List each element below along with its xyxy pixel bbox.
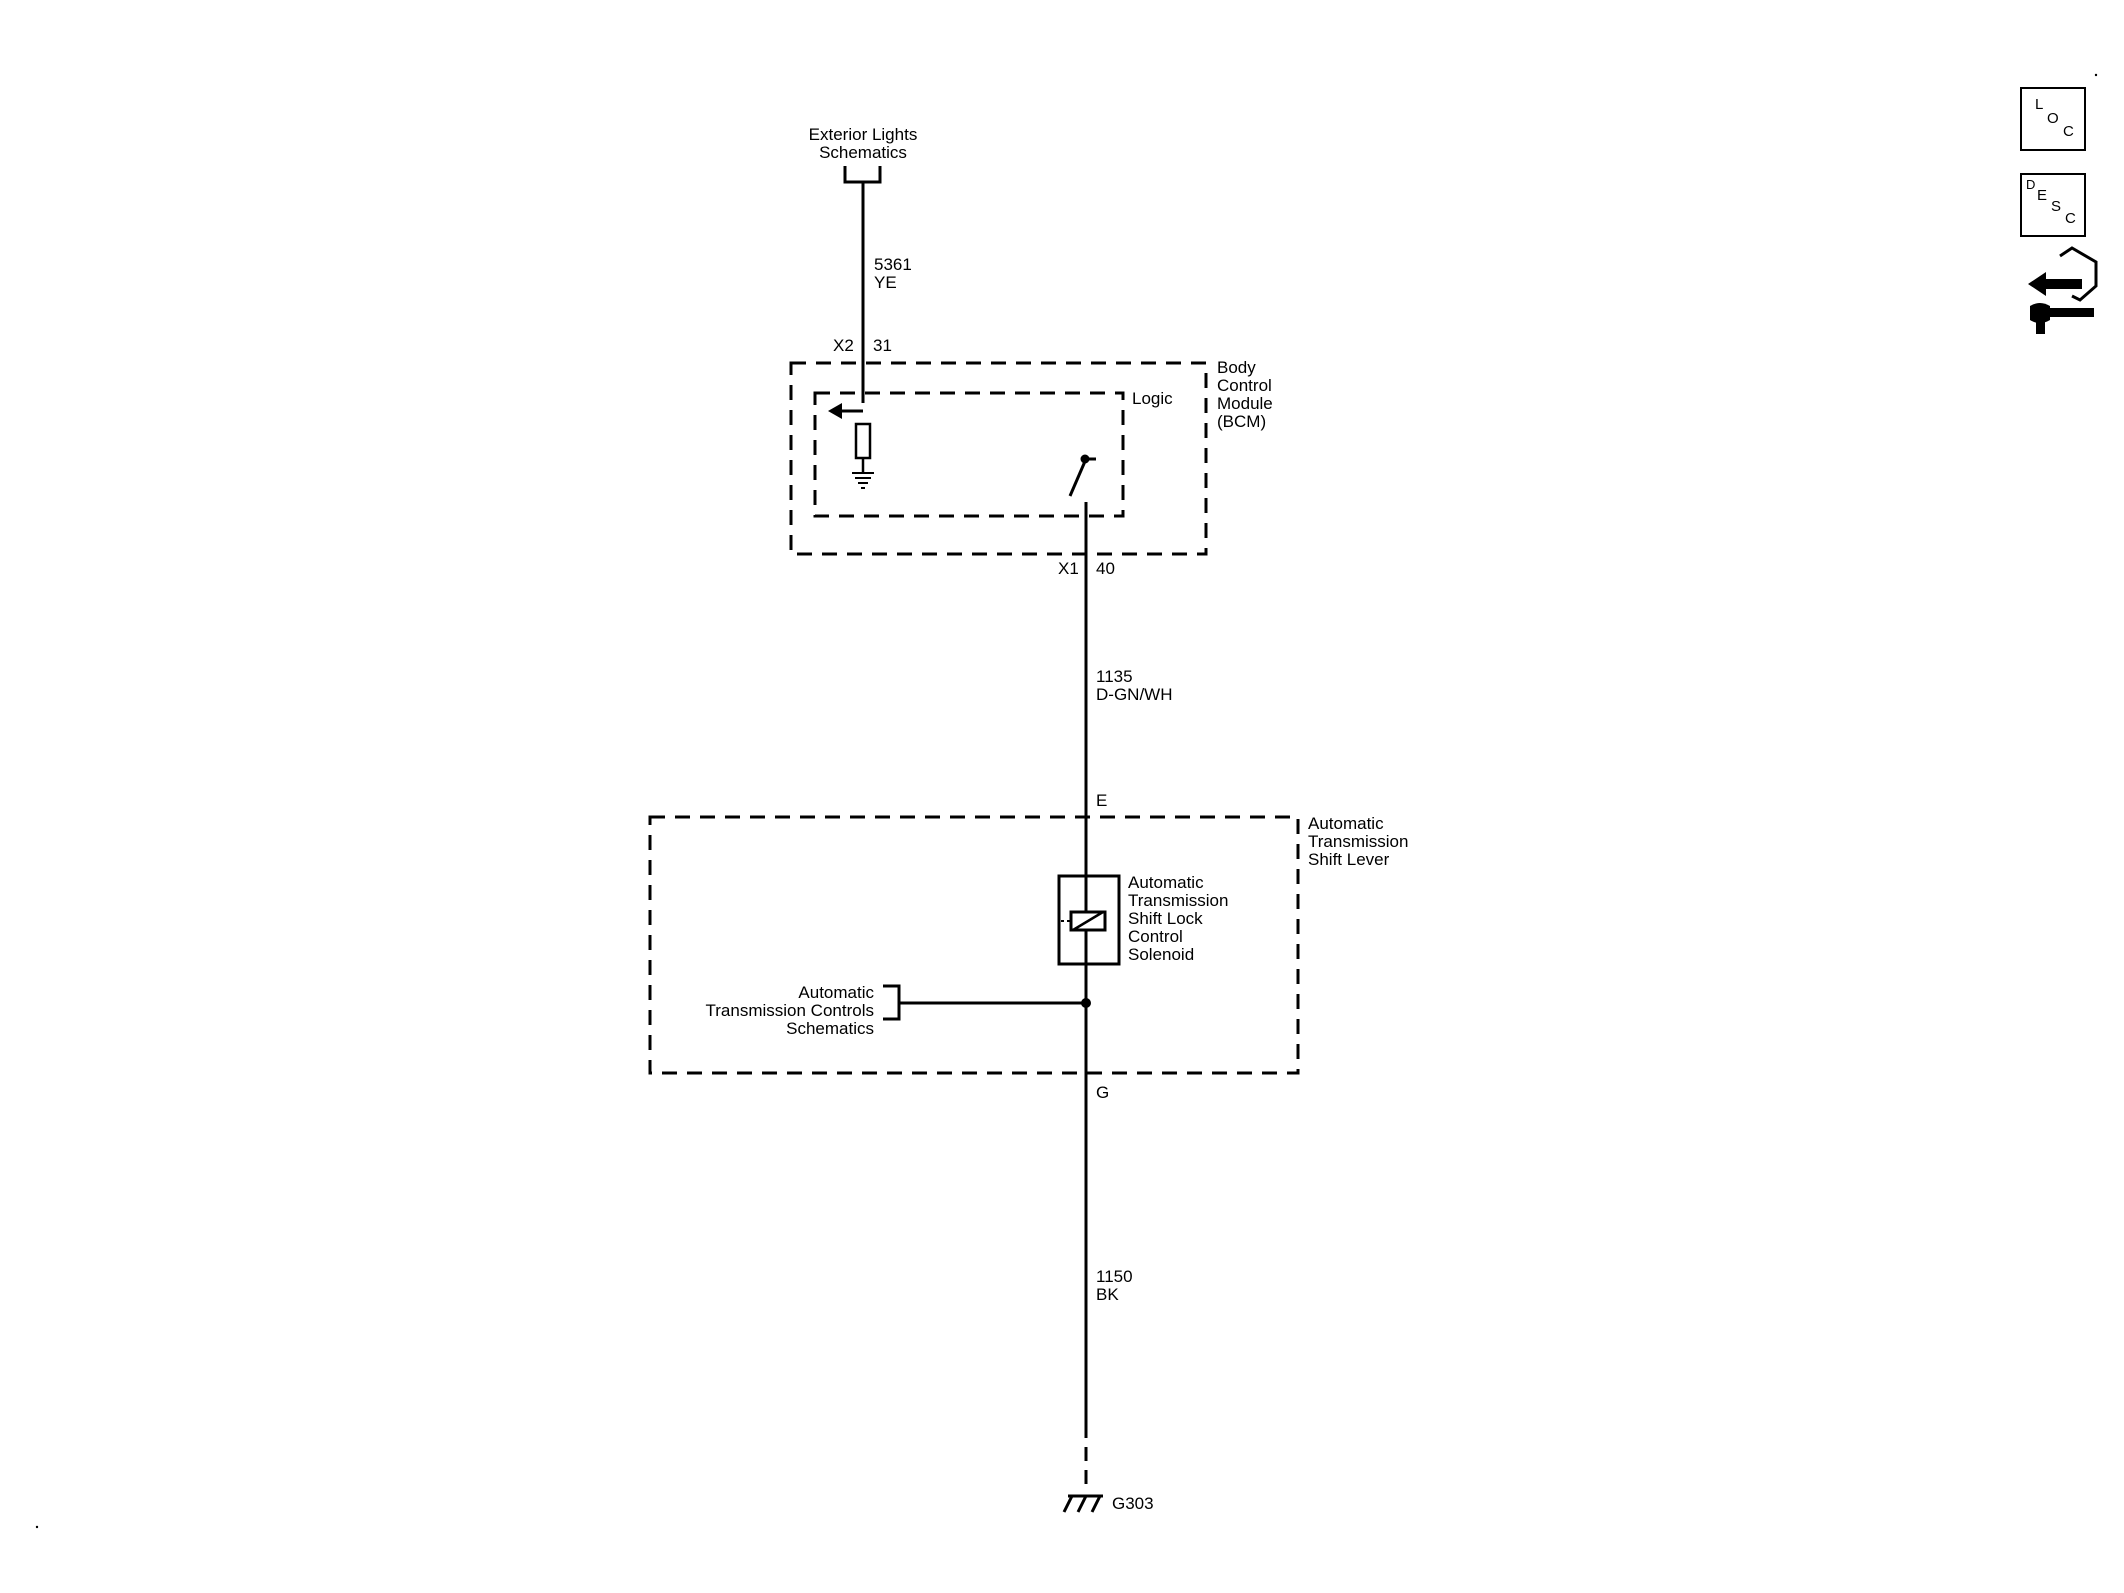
logic-box: [813, 391, 1125, 518]
description-icon-letter-d: D: [2026, 177, 2036, 192]
shift-lever-pin-e: E: [1096, 791, 1107, 810]
wire-5361-color: YE: [874, 273, 897, 292]
solenoid-label-line4: Control: [1128, 927, 1183, 946]
transmission-controls-label-line3: Schematics: [786, 1019, 874, 1038]
pull-down-resistor: [854, 422, 872, 460]
transmission-controls-label-line2: Transmission Controls: [706, 1001, 874, 1020]
connector-repair-icon[interactable]: [2028, 246, 2098, 334]
bcm-label-line4: (BCM): [1217, 412, 1266, 431]
internal-ground-icon: [852, 472, 874, 489]
shift-lever-label-line1: Automatic: [1308, 814, 1384, 833]
description-icon-letter-s: S: [2051, 198, 2062, 215]
location-icon-letter-o: O: [2047, 110, 2059, 127]
exterior-lights-label-line2: Schematics: [819, 143, 907, 162]
location-icon-letter-l: L: [2035, 96, 2044, 113]
shift-lever-label-line2: Transmission: [1308, 832, 1408, 851]
solenoid-label-line3: Shift Lock: [1128, 909, 1203, 928]
wire-1135-circuit: 1135: [1096, 667, 1133, 686]
description-icon-letter-c: C: [2065, 210, 2076, 227]
output-switch: [1068, 454, 1096, 516]
bcm-label-line1: Body: [1217, 358, 1256, 377]
solenoid-label-line1: Automatic: [1128, 873, 1204, 892]
location-icon-letter-c: C: [2063, 123, 2074, 140]
exterior-lights-label-line1: Exterior Lights: [809, 125, 918, 144]
description-icon-letter-e: E: [2037, 187, 2048, 204]
bcm-label-line3: Module: [1217, 394, 1273, 413]
exterior-lights-bracket: [843, 166, 882, 184]
logic-input-arrowhead: [828, 403, 842, 419]
bcm-x1-pin: 40: [1096, 559, 1115, 578]
logic-label: Logic: [1132, 389, 1173, 408]
transmission-controls-label-line1: Automatic: [798, 983, 874, 1002]
exterior-lights-reference[interactable]: Exterior Lights Schematics: [809, 125, 918, 184]
transmission-controls-reference[interactable]: Automatic Transmission Controls Schemati…: [706, 983, 901, 1038]
bcm-box: [789, 361, 1208, 556]
wire-1135-color: D-GN/WH: [1096, 685, 1172, 704]
wire-5361-circuit: 5361: [874, 255, 912, 274]
bcm-x2-pin: 31: [873, 336, 892, 355]
solenoid-label-line5: Solenoid: [1128, 945, 1194, 964]
shift-lever-box: [648, 815, 1300, 1075]
bcm-x2-connector: X2: [833, 336, 854, 355]
bcm-label-line2: Control: [1217, 376, 1272, 395]
wire-1150-circuit: 1150: [1096, 1267, 1133, 1286]
description-icon[interactable]: D E S C: [2020, 173, 2086, 237]
location-icon[interactable]: L O C: [2020, 87, 2086, 151]
bcm-x1-connector: X1: [1058, 559, 1079, 578]
shift-lever-label-line3: Shift Lever: [1308, 850, 1390, 869]
shift-lever-pin-g: G: [1096, 1083, 1109, 1102]
solenoid-coil-diagonal: [1072, 910, 1104, 932]
ground-label: G303: [1112, 1494, 1154, 1513]
transmission-controls-bracket: [883, 984, 901, 1021]
chassis-ground-icon: [1062, 1494, 1103, 1513]
corner-speck-top-right: [2094, 73, 2098, 77]
wire-1150-color: BK: [1096, 1285, 1119, 1304]
corner-speck-bottom-left: [35, 1525, 39, 1529]
solenoid-label-line2: Transmission: [1128, 891, 1228, 910]
